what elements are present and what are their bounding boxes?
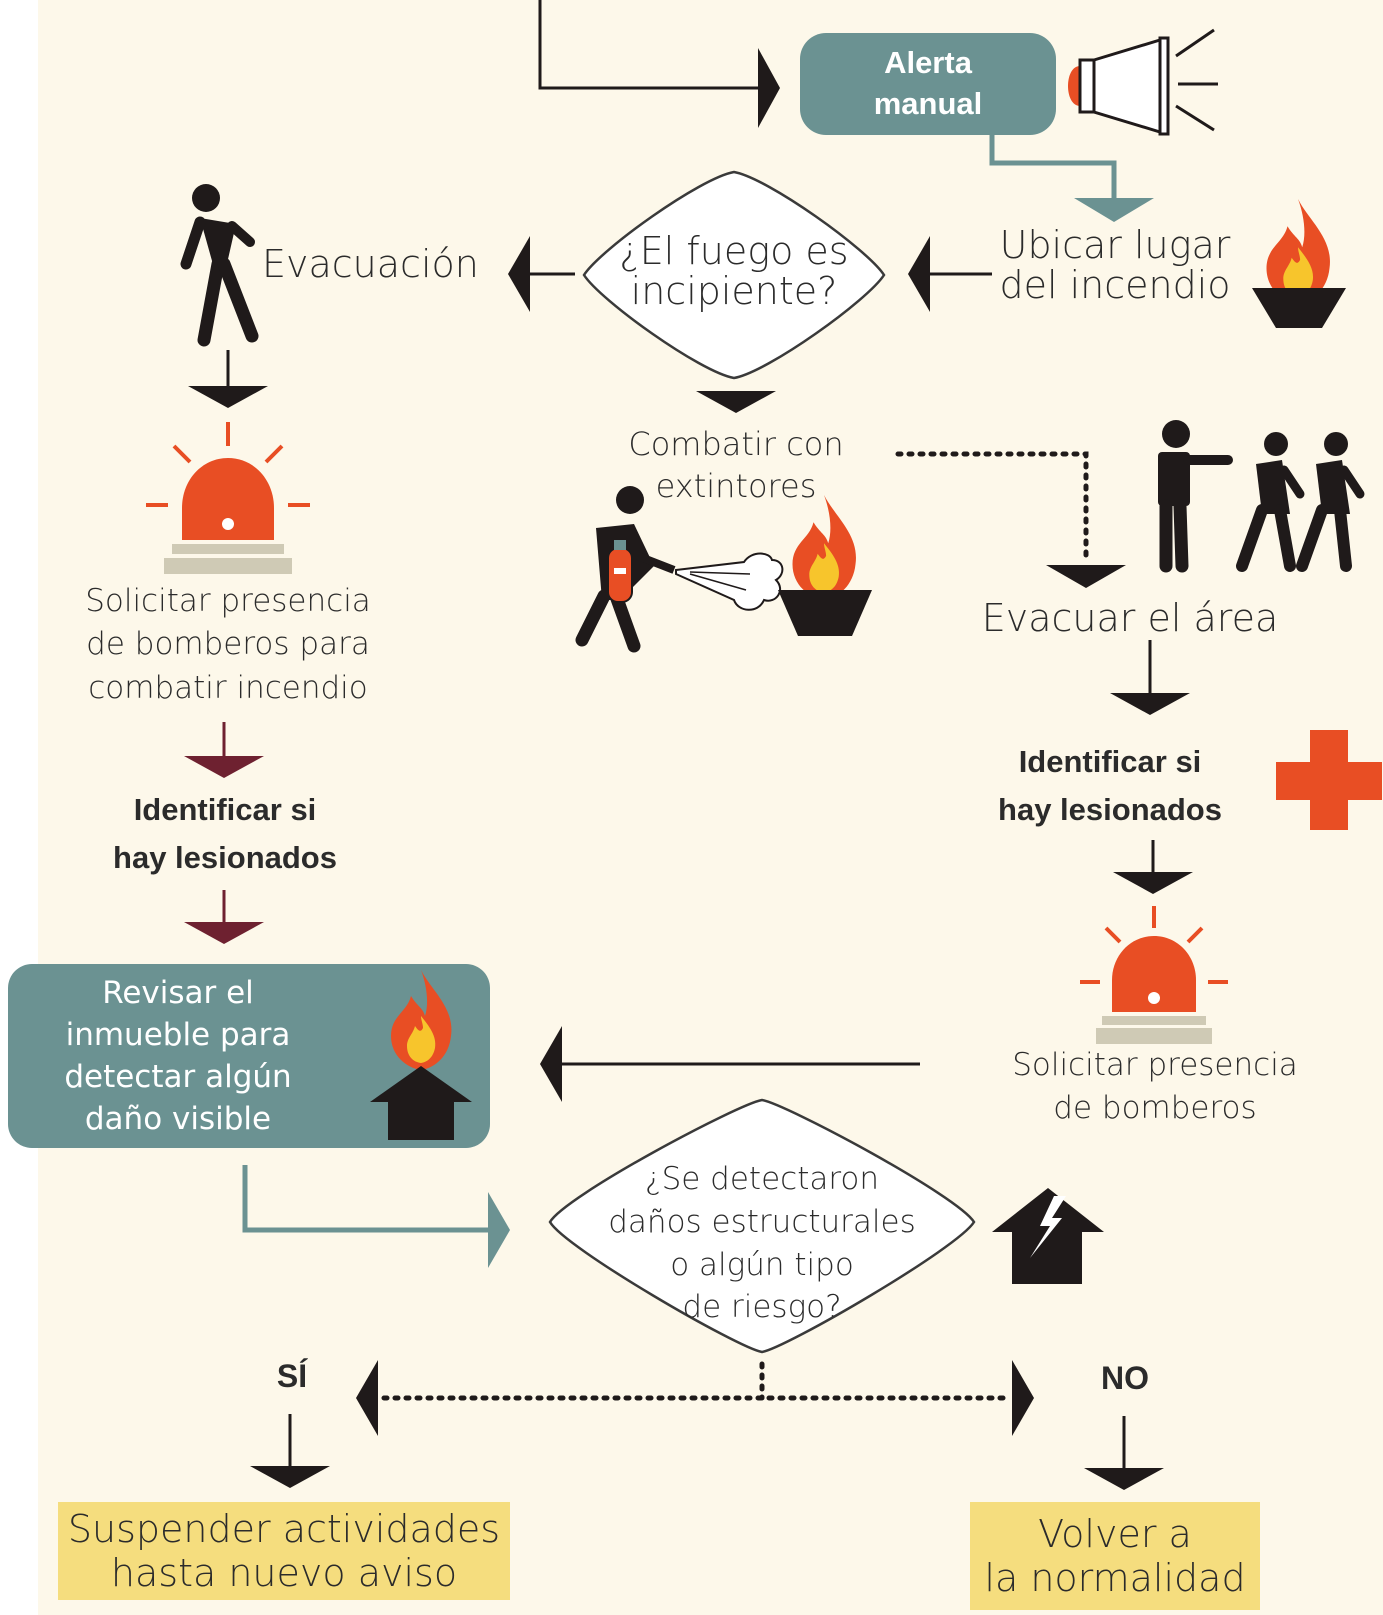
identificar-right-line2: hay lesionados bbox=[998, 792, 1222, 828]
megaphone-icon bbox=[1068, 28, 1218, 136]
arrow-to-identificar-right bbox=[1110, 693, 1190, 715]
burning-house-icon bbox=[370, 970, 472, 1140]
alerta-line2: manual bbox=[873, 86, 983, 121]
identificar-right-label: Identificar si hay lesionados bbox=[960, 738, 1260, 834]
alerta-line1: Alerta bbox=[884, 45, 972, 81]
decision-danos-shape bbox=[548, 1098, 976, 1354]
arrow-to-evacuar-area bbox=[1046, 565, 1126, 588]
arrow-to-revisar bbox=[184, 922, 264, 944]
arrow-to-revisar-from-right bbox=[540, 1026, 562, 1102]
fuego-decision-label: ¿El fuego es incipiente? bbox=[604, 229, 864, 313]
fuego-line2: incipiente? bbox=[630, 268, 838, 313]
arrow-to-no bbox=[1012, 1360, 1034, 1436]
solicitar-left-line3: combatir incendio bbox=[88, 669, 368, 706]
si-label: SÍ bbox=[276, 1358, 308, 1394]
solicitar-left-line2: de bomberos para bbox=[86, 626, 370, 663]
solicitar-right-line2: de bomberos bbox=[1053, 1090, 1257, 1127]
ubicar-line1: Ubicar lugar bbox=[999, 223, 1231, 267]
arrow-to-danos bbox=[488, 1192, 510, 1268]
suspender-line2: hasta nuevo aviso bbox=[110, 1551, 458, 1595]
arrow-to-ubicar bbox=[1074, 198, 1154, 222]
evacuar-area-label: Evacuar el área bbox=[981, 596, 1279, 640]
danos-decision-label: ¿Se detectaron daños estructurales o alg… bbox=[600, 1158, 924, 1329]
revisar-inmueble-node: Revisar el inmueble para detectar algún … bbox=[8, 964, 490, 1148]
arrow-to-siren-right bbox=[1113, 872, 1193, 894]
extinguisher-person-icon bbox=[575, 486, 784, 653]
decision-fuego-shape bbox=[582, 170, 886, 380]
fire-bowl-icon-2 bbox=[778, 495, 872, 636]
identificar-right-line1: Identificar si bbox=[1018, 744, 1202, 779]
arrow-to-siren-left bbox=[188, 386, 268, 408]
arrow-to-evacuacion bbox=[508, 236, 530, 312]
identificar-left-line2: hay lesionados bbox=[113, 840, 337, 876]
arrow-to-si bbox=[356, 1360, 378, 1436]
walking-person-icon bbox=[180, 184, 259, 347]
arrow-to-fuego bbox=[908, 236, 930, 312]
identificar-left-line1: Identificar si bbox=[133, 792, 317, 827]
volver-node: Volver a la normalidad bbox=[970, 1502, 1260, 1610]
siren-icon bbox=[146, 422, 310, 574]
revisar-line3: detectar algún bbox=[64, 1059, 292, 1095]
fuego-line1: ¿El fuego es bbox=[619, 229, 849, 273]
danos-line4: de riesgo? bbox=[682, 1289, 842, 1326]
evacuating-people-icon bbox=[1158, 420, 1365, 573]
fire-bowl-icon bbox=[1252, 199, 1346, 328]
solicitar-left-label: Solicitar presencia de bomberos para com… bbox=[70, 580, 386, 710]
no-label: NO bbox=[1101, 1360, 1149, 1396]
volver-line2: la normalidad bbox=[984, 1556, 1246, 1600]
alerta-manual-node: Alerta manual bbox=[800, 33, 1056, 135]
combatir-line1: Combatir con bbox=[628, 425, 844, 463]
solicitar-left-line1: Solicitar presencia bbox=[85, 583, 371, 619]
combatir-line2: extintores bbox=[655, 466, 817, 505]
revisar-line2: inmueble para bbox=[65, 1016, 291, 1053]
identificar-left-label: Identificar si hay lesionados bbox=[80, 786, 370, 882]
arrow-to-identificar-left bbox=[184, 756, 264, 778]
arrow-to-alerta bbox=[758, 48, 780, 128]
danos-line2: daños estructurales bbox=[608, 1203, 916, 1240]
combatir-label: Combatir con extintores bbox=[616, 424, 856, 507]
damaged-house-icon bbox=[992, 1188, 1104, 1284]
red-cross-icon bbox=[1276, 730, 1382, 830]
solicitar-right-line1: Solicitar presencia bbox=[1012, 1047, 1298, 1083]
siren-icon-right bbox=[1080, 906, 1228, 1044]
solicitar-right-label: Solicitar presencia de bomberos bbox=[1000, 1044, 1310, 1131]
arrow-to-combatir bbox=[696, 391, 776, 413]
revisar-line1: Revisar el bbox=[102, 974, 254, 1011]
arrow-to-volver bbox=[1084, 1468, 1164, 1490]
suspender-line1: Suspender actividades bbox=[67, 1506, 501, 1551]
volver-line1: Volver a bbox=[1038, 1511, 1192, 1556]
suspender-node: Suspender actividades hasta nuevo aviso bbox=[58, 1502, 510, 1600]
danos-line3: o algún tipo bbox=[670, 1246, 854, 1283]
evacuacion-label: Evacuación bbox=[262, 242, 479, 286]
revisar-line4: daño visible bbox=[84, 1101, 272, 1138]
danos-line1: ¿Se detectaron bbox=[644, 1161, 880, 1197]
arrow-to-suspender bbox=[250, 1466, 330, 1488]
ubicar-line2: del incendio bbox=[999, 262, 1231, 307]
ubicar-lugar-label: Ubicar lugar del incendio bbox=[990, 223, 1240, 307]
